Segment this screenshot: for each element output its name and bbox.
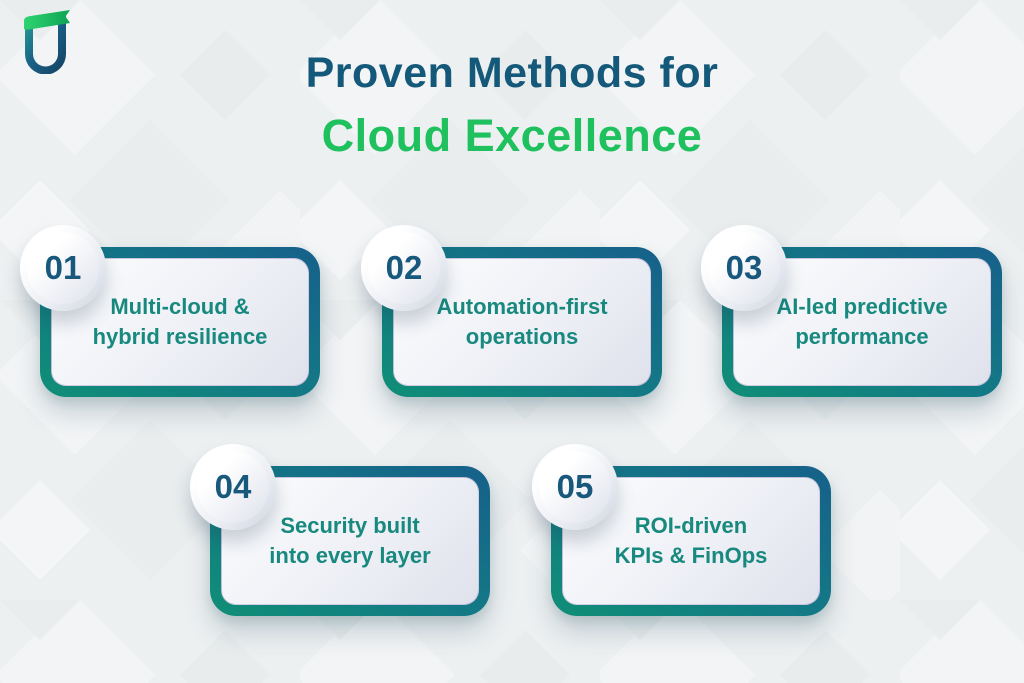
title-line-2: Cloud Excellence bbox=[321, 110, 703, 161]
method-card-5-line1: ROI-driven bbox=[634, 513, 748, 538]
step-number-4: 04 bbox=[214, 468, 252, 505]
method-card-3-label: AI-led predictive performance bbox=[776, 292, 947, 352]
method-card-1-line1: Multi-cloud & bbox=[110, 294, 250, 319]
step-number-badge-4: 04 bbox=[190, 444, 276, 530]
method-card-1-line2: hybrid resilience bbox=[92, 324, 268, 349]
method-card-1: Multi-cloud & hybrid resilience bbox=[40, 247, 320, 397]
step-number-badge-3: 03 bbox=[701, 225, 787, 311]
method-card-4-line2: into every layer bbox=[269, 543, 431, 568]
title-line-1: Proven Methods for bbox=[305, 49, 719, 97]
method-card-4-label: Security built into every layer bbox=[269, 511, 430, 571]
method-card-3-line1: AI-led predictive bbox=[776, 294, 948, 319]
step-number-5: 05 bbox=[556, 468, 594, 505]
step-number-badge-5: 05 bbox=[532, 444, 618, 530]
method-card-2-line2: operations bbox=[465, 324, 579, 349]
method-card-2-line1: Automation-first bbox=[436, 294, 608, 319]
step-number-3: 03 bbox=[725, 249, 763, 286]
method-card-3: AI-led predictive performance bbox=[722, 247, 1002, 397]
step-number-badge-1: 01 bbox=[20, 225, 106, 311]
method-card-5-line2: KPIs & FinOps bbox=[614, 543, 768, 568]
page-title: Proven Methods for Cloud Excellence bbox=[0, 42, 1024, 168]
step-number-1: 01 bbox=[44, 249, 82, 286]
logo bbox=[20, 8, 76, 75]
method-card-2-label: Automation-first operations bbox=[436, 292, 607, 352]
method-card-4-line1: Security built bbox=[280, 513, 420, 538]
step-number-2: 02 bbox=[385, 249, 423, 286]
tu-logo-icon bbox=[24, 10, 70, 75]
step-number-badge-2: 02 bbox=[361, 225, 447, 311]
method-card-3-line2: performance bbox=[795, 324, 929, 349]
method-card-1-label: Multi-cloud & hybrid resilience bbox=[93, 292, 268, 352]
method-card-1-panel: Multi-cloud & hybrid resilience bbox=[51, 258, 309, 386]
method-card-5-label: ROI-driven KPIs & FinOps bbox=[615, 511, 768, 571]
